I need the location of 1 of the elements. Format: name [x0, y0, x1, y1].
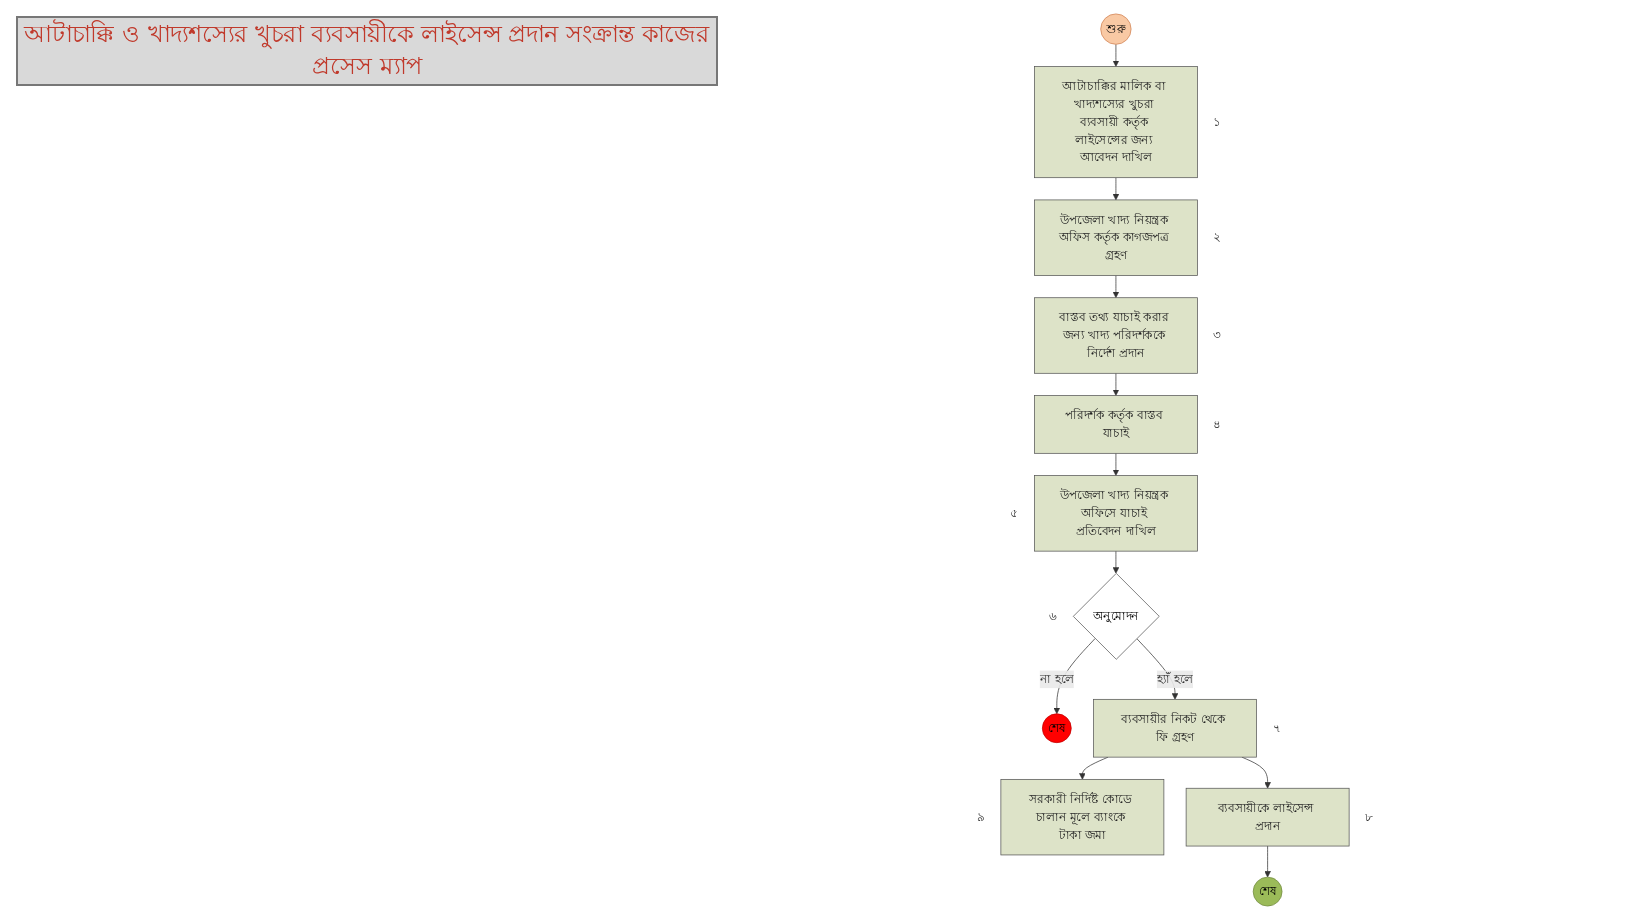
diagram-title: আটাচাক্কি ও খাদ্যশস্যের খুচরা ব্যবসায়ীকে লাইসেন্স প্রদান সংক্রান্ত কাজের প্রসেস ম্যাপ	[16, 16, 718, 87]
